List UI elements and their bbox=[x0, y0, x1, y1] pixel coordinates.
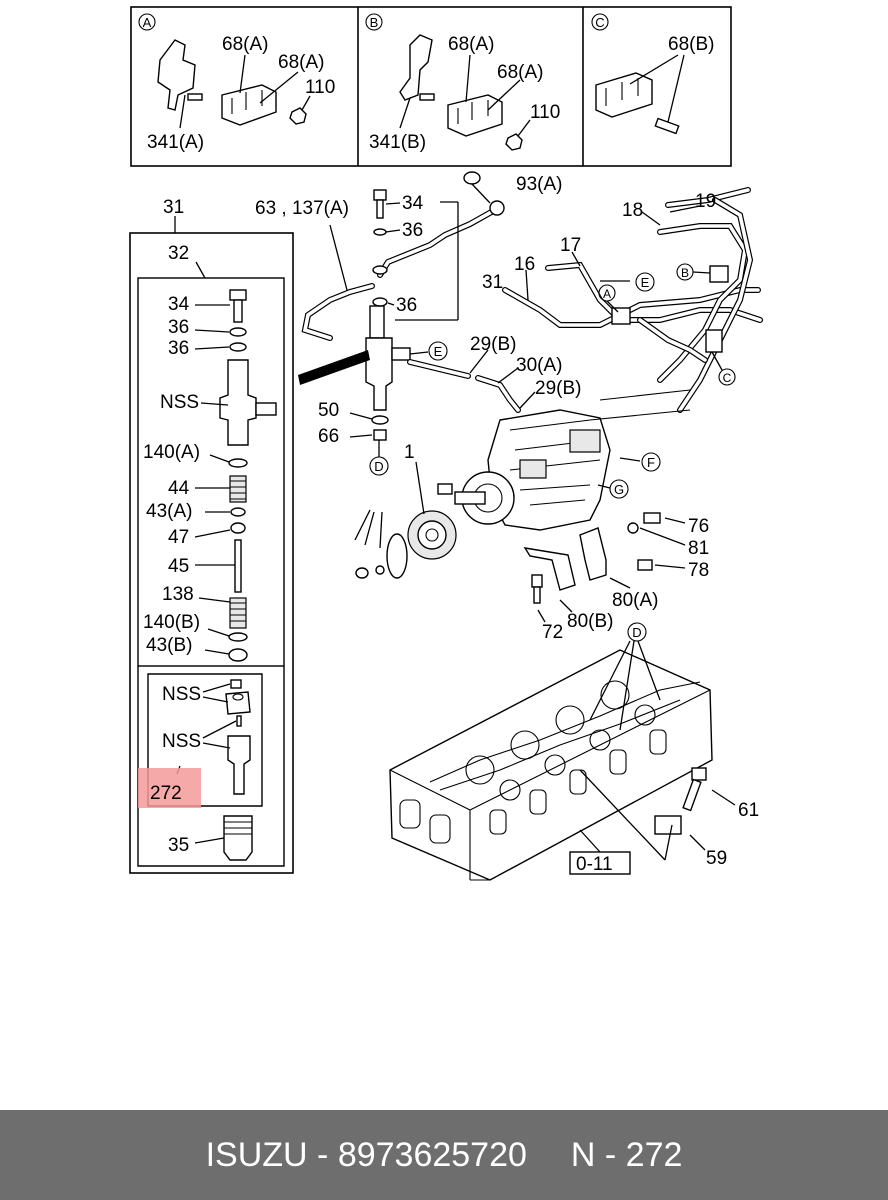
label-93a: 93(A) bbox=[516, 174, 562, 195]
label-1: 1 bbox=[404, 442, 415, 463]
label-50: 50 bbox=[318, 400, 339, 421]
label-78: 78 bbox=[688, 560, 709, 581]
label-272-highlight: 272 bbox=[150, 783, 182, 804]
inset-b-clamp1-label: 68(A) bbox=[448, 34, 494, 55]
label-19: 19 bbox=[695, 191, 716, 212]
inset-a: A 68(A) 68(A) 110 341(A) bbox=[138, 13, 335, 153]
mark-e-injector: E bbox=[434, 344, 443, 359]
mark-e-pipe: E bbox=[641, 275, 650, 290]
mark-f: F bbox=[647, 455, 655, 470]
label-16: 16 bbox=[514, 254, 535, 275]
inset-c-mark: C bbox=[595, 15, 604, 30]
label-nss-nozzle-2: NSS bbox=[162, 731, 201, 752]
injector-exploded-view: 31 32 34 36 36 NSS 140(A) 44 43(A) 47 bbox=[129, 197, 294, 874]
ref-box-label: 0-11 bbox=[576, 854, 613, 875]
label-43b: 43(B) bbox=[146, 635, 192, 656]
label-29b-1: 29(B) bbox=[470, 334, 516, 355]
inset-b-clamp2-label: 68(A) bbox=[497, 62, 543, 83]
footer-bar: ISUZU - 8973625720 N - 272 bbox=[0, 1110, 888, 1200]
label-140b: 140(B) bbox=[143, 612, 200, 633]
label-61: 61 bbox=[738, 800, 759, 821]
mark-b: B bbox=[681, 266, 689, 280]
highlight-box bbox=[138, 768, 201, 808]
main-fuel-lines bbox=[298, 171, 763, 476]
injection-pump bbox=[354, 389, 691, 623]
inset-a-mark: A bbox=[143, 15, 152, 30]
label-44: 44 bbox=[168, 478, 190, 499]
inset-b-bracket-label: 341(B) bbox=[369, 132, 426, 153]
label-34-main: 34 bbox=[402, 193, 424, 214]
mark-g: G bbox=[614, 482, 624, 497]
label-76: 76 bbox=[688, 516, 709, 537]
inset-c-clamp-label: 68(B) bbox=[668, 34, 714, 55]
diagram-reference: N - 272 bbox=[570, 1135, 683, 1174]
mark-a: A bbox=[603, 287, 611, 301]
mark-d-injector: D bbox=[374, 459, 383, 474]
label-35: 35 bbox=[168, 835, 189, 856]
label-63-137a: 63 , 137(A) bbox=[255, 198, 349, 219]
label-36-main-a: 36 bbox=[402, 220, 423, 241]
inset-c: C 68(B) bbox=[591, 13, 714, 135]
label-36a: 36 bbox=[168, 317, 189, 338]
parts-diagram: A 68(A) 68(A) 110 341(A) B 68(A) 68(A) 1… bbox=[129, 6, 763, 881]
label-31-main: 31 bbox=[482, 272, 503, 293]
brand-separator: - bbox=[317, 1135, 329, 1174]
inset-b-mark: B bbox=[370, 15, 379, 30]
main-labels: 93(A) 63 , 137(A) 34 36 36 31 19 18 17 1… bbox=[255, 174, 759, 875]
inset-b: B 68(A) 68(A) 110 341(B) bbox=[365, 13, 560, 153]
inset-a-clamp1-label: 68(A) bbox=[222, 34, 268, 55]
label-59: 59 bbox=[706, 848, 727, 869]
inset-b-nut-label: 110 bbox=[530, 102, 560, 123]
injector-sub-label: 32 bbox=[168, 243, 189, 264]
label-36b: 36 bbox=[168, 338, 189, 359]
part-number: 8973625720 bbox=[337, 1135, 527, 1174]
label-nss-body: NSS bbox=[160, 392, 199, 413]
label-nss-nozzle-1: NSS bbox=[162, 684, 201, 705]
inset-panels bbox=[130, 6, 732, 167]
label-81: 81 bbox=[688, 538, 709, 559]
brand-name: ISUZU bbox=[205, 1135, 308, 1174]
label-80b: 80(B) bbox=[567, 611, 613, 632]
mark-d-head: D bbox=[632, 625, 641, 640]
label-30a: 30(A) bbox=[516, 355, 562, 376]
label-45: 45 bbox=[168, 556, 189, 577]
label-66: 66 bbox=[318, 426, 339, 447]
cylinder-head bbox=[389, 622, 736, 881]
label-140a: 140(A) bbox=[143, 442, 200, 463]
label-80a: 80(A) bbox=[612, 590, 658, 611]
label-43a: 43(A) bbox=[146, 501, 192, 522]
label-29b-2: 29(B) bbox=[535, 378, 581, 399]
label-47: 47 bbox=[168, 527, 189, 548]
label-17: 17 bbox=[560, 235, 581, 256]
label-34: 34 bbox=[168, 294, 190, 315]
inset-a-nut-label: 110 bbox=[305, 77, 335, 98]
inset-a-bracket-label: 341(A) bbox=[147, 132, 204, 153]
label-138: 138 bbox=[162, 584, 194, 605]
label-72: 72 bbox=[542, 622, 563, 643]
injector-assy-label: 31 bbox=[163, 197, 184, 218]
inset-a-clamp2-label: 68(A) bbox=[278, 52, 324, 73]
label-36-main-b: 36 bbox=[396, 295, 417, 316]
label-18: 18 bbox=[622, 200, 643, 221]
mark-c: C bbox=[723, 371, 732, 385]
